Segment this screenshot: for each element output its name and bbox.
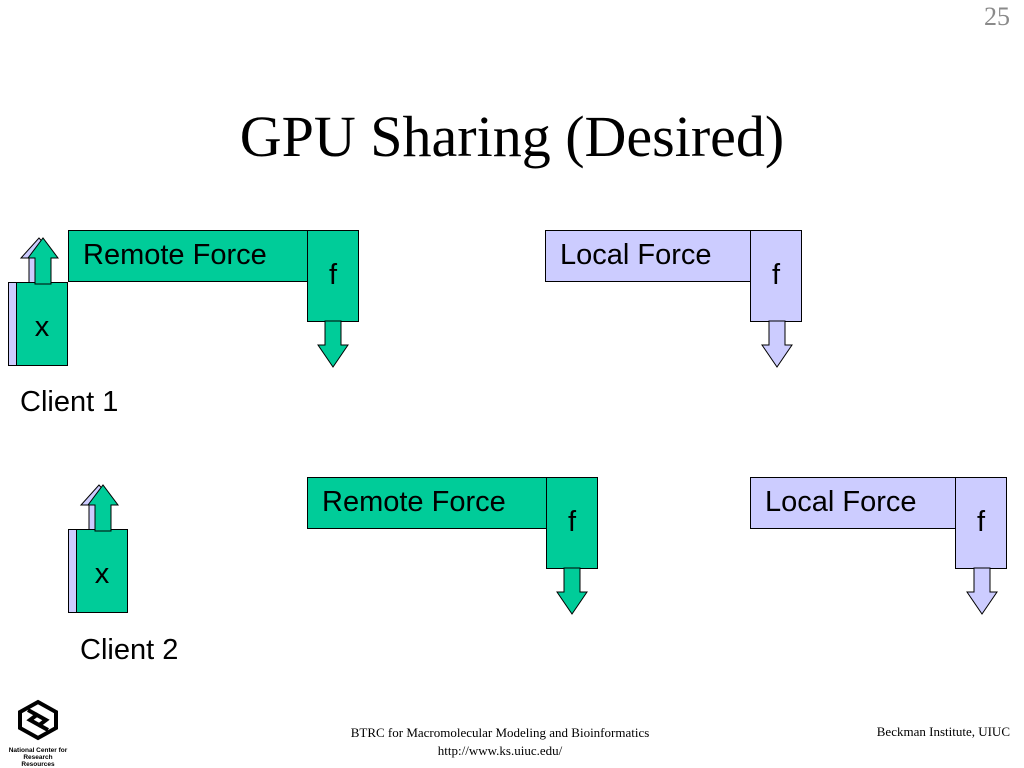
client-2-local-f-label: f (976, 506, 986, 538)
client-1-x-box: x (16, 282, 68, 366)
ncrr-logo-line2: Research Resources (21, 754, 55, 768)
footer-org: BTRC for Macromolecular Modeling and Bio… (350, 725, 650, 740)
client-1-local-force-box: Local Force (545, 230, 751, 282)
client-2-x-box: x (76, 529, 128, 613)
client-1-remote-force-label: Remote Force (83, 239, 267, 271)
client-2-label: Client 2 (80, 634, 179, 666)
client-2-local-f-tab: f (955, 477, 1007, 569)
client-1-remote-force-box: Remote Force (68, 230, 308, 282)
client-1-label: Client 1 (20, 386, 119, 418)
client-1-remote-down-arrow-icon (317, 320, 349, 368)
client-2-x-label: x (94, 558, 110, 590)
client-1-local-down-arrow-icon (761, 320, 793, 368)
footer-center: BTRC for Macromolecular Modeling and Bio… (300, 724, 700, 760)
client-2-local-force-label: Local Force (765, 486, 917, 518)
client-1-remote-f-label: f (328, 259, 338, 291)
ncrr-logo-icon (18, 699, 58, 741)
client-2-local-down-arrow-icon (966, 567, 998, 615)
client-2-remote-force-box: Remote Force (307, 477, 547, 529)
slide-number: 25 (984, 2, 1010, 31)
footer-institute: Beckman Institute, UIUC (876, 724, 1010, 739)
client-1-x-label: x (34, 311, 50, 343)
ncrr-logo-line1: National Center for (8, 747, 68, 754)
client-1-local-f-tab: f (750, 230, 802, 322)
ncrr-logo: National Center for Research Resources (6, 698, 70, 768)
footer-url[interactable]: http://www.ks.uiuc.edu/ (437, 743, 563, 758)
client-2-remote-force-label: Remote Force (322, 486, 506, 518)
client-2-local-force-box: Local Force (750, 477, 956, 529)
client-2-up-arrow-icon (87, 484, 119, 532)
client-1-remote-f-tab: f (307, 230, 359, 322)
client-2-remote-f-tab: f (546, 477, 598, 569)
client-1-local-f-label: f (771, 259, 781, 291)
slide-title: GPU Sharing (Desired) (239, 104, 785, 169)
client-2-remote-f-label: f (567, 506, 577, 538)
client-1-up-arrow-icon (27, 237, 59, 285)
client-2-remote-down-arrow-icon (556, 567, 588, 615)
client-1-local-force-label: Local Force (560, 239, 712, 271)
